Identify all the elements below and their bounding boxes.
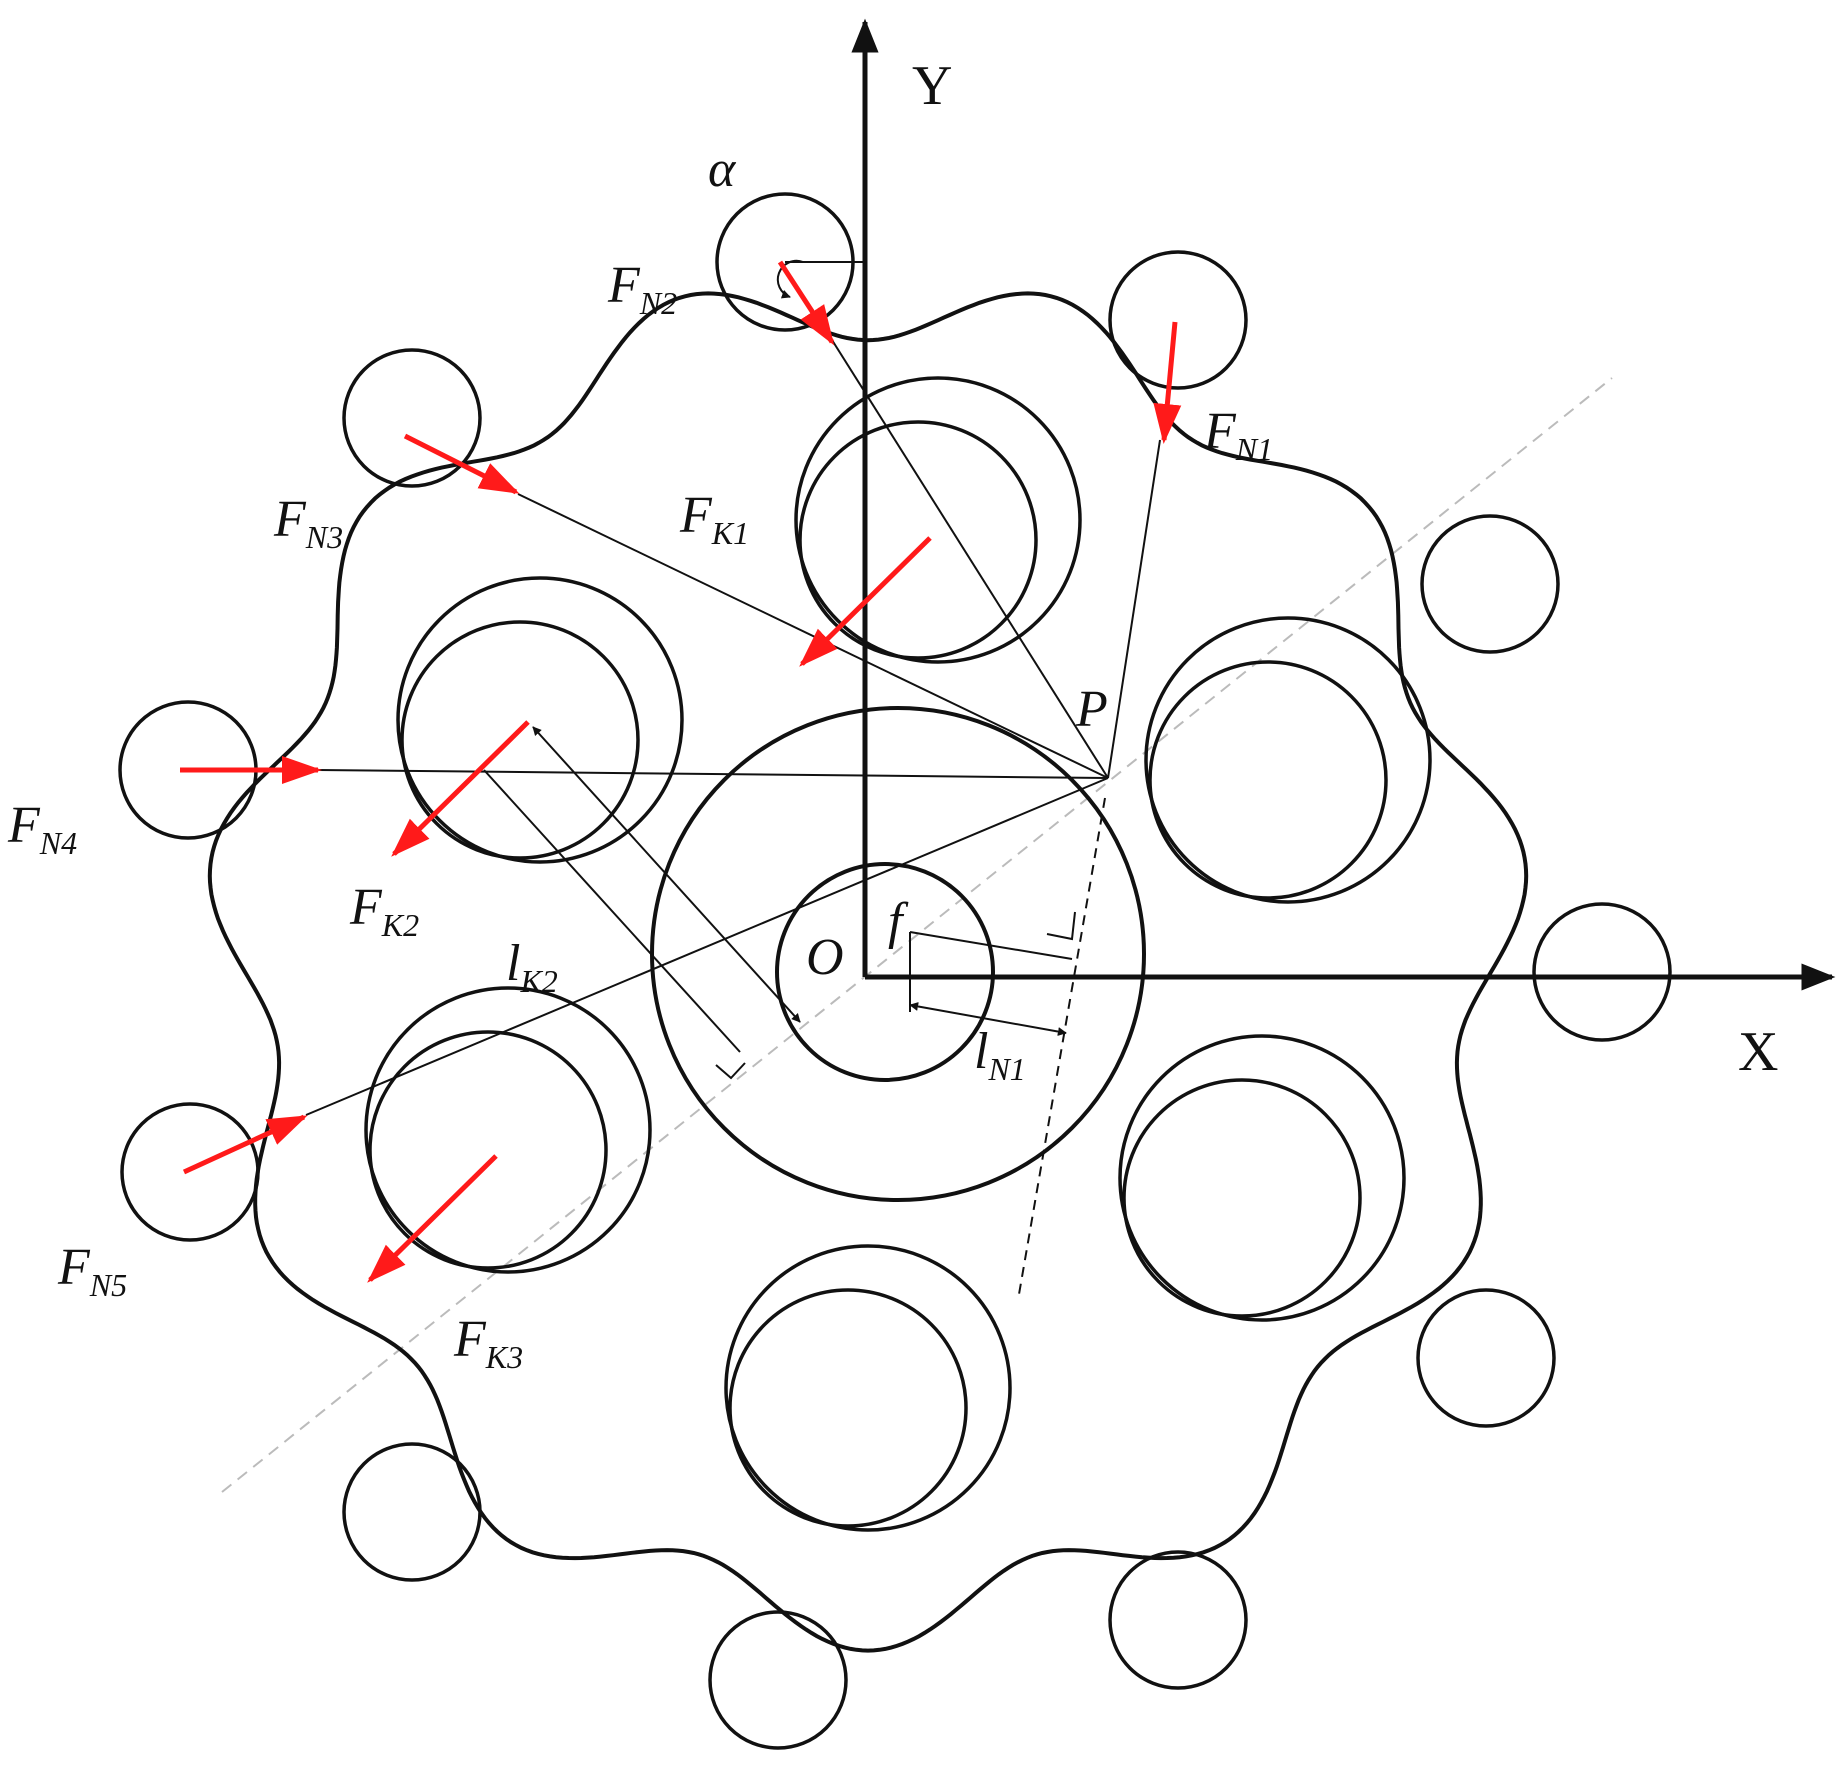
- f-offset-label: f: [888, 893, 909, 950]
- f-offset-bracket: [909, 931, 1073, 960]
- cycloid-disk-outline: [207, 291, 1529, 1653]
- action-line-n1: [1107, 439, 1161, 779]
- force-arrows: [180, 260, 1182, 1283]
- y-axis-label: Y: [912, 55, 952, 117]
- force-arrow-fn1: [1153, 321, 1182, 444]
- x-axis-label: X: [1738, 1021, 1778, 1083]
- force-arrow-fk1: [799, 536, 932, 667]
- lines-of-action: [305, 261, 1161, 1116]
- hole-outer: [1118, 1034, 1406, 1322]
- pin-circle: [120, 1102, 260, 1242]
- ln1-dimension-arrow: [909, 1002, 1067, 1036]
- force-arrow-fn2: [777, 260, 835, 346]
- alpha-label: α: [708, 141, 737, 198]
- pin-circle: [1108, 250, 1248, 390]
- label-lk2: lK2: [506, 935, 558, 999]
- hole-inner: [1148, 660, 1388, 900]
- label-fk2: FK2: [349, 879, 419, 943]
- force-arrow-fn5: [182, 1114, 308, 1175]
- hole-inner: [400, 620, 640, 860]
- hole-outer: [724, 1244, 1012, 1532]
- force-arrow-fk3: [367, 1154, 498, 1283]
- lever-arm-lines: [483, 726, 1076, 1080]
- dashed-perpendicular: [1017, 797, 1106, 1301]
- pin-circle: [1108, 1550, 1248, 1690]
- right-angle-mark: [715, 1062, 746, 1080]
- hole-outer: [364, 986, 652, 1274]
- hole-inner: [728, 1288, 968, 1528]
- central-bore-circle: [650, 706, 1146, 1202]
- alpha-angle-arc: [776, 259, 804, 299]
- hole-inner: [798, 420, 1038, 660]
- hole-outer: [1144, 616, 1432, 904]
- pin-circle: [1416, 1288, 1556, 1428]
- pin-circle: [1420, 514, 1560, 654]
- origin-label: O: [806, 929, 844, 986]
- action-line-n2: [831, 339, 1109, 779]
- pin-circle: [708, 1610, 848, 1750]
- force-arrow-fn3: [403, 433, 520, 495]
- label-ln1: lN1: [974, 1023, 1026, 1087]
- label-fk3: FK3: [453, 1311, 523, 1375]
- hole-inner: [1122, 1078, 1362, 1318]
- label-fn4: FN4: [7, 797, 77, 861]
- label-fn1: FN1: [1203, 403, 1273, 467]
- action-line-n4: [317, 769, 1109, 779]
- needle-pins: [118, 192, 1672, 1750]
- hole-inner: [368, 1030, 608, 1270]
- pin-circle: [342, 348, 482, 488]
- symmetry-guide-line: [221, 377, 1613, 1493]
- pin-circle: [342, 1442, 482, 1582]
- point-p-label: P: [1075, 681, 1108, 738]
- lk2-dimension-arrow: [532, 726, 801, 1023]
- label-fn5: FN5: [57, 1239, 127, 1303]
- right-angle-mark: [1046, 911, 1076, 941]
- pin-circle: [1532, 902, 1672, 1042]
- pin-holes: [364, 376, 1432, 1532]
- label-fk1: FK1: [679, 487, 749, 551]
- label-fn2: FN2: [607, 257, 677, 321]
- hole-outer: [396, 576, 684, 864]
- label-fn3: FN3: [273, 491, 343, 555]
- force-arrow-fk2: [391, 720, 530, 857]
- hole-outer: [794, 376, 1082, 664]
